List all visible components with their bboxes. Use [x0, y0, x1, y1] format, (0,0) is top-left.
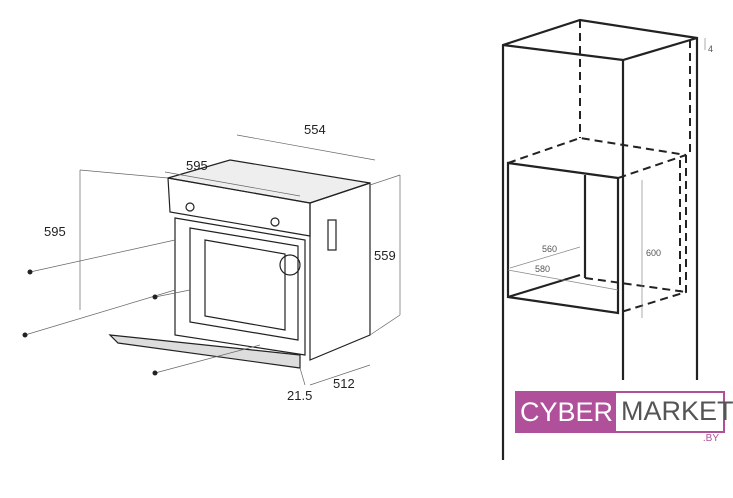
dim-512: 512 — [333, 376, 355, 391]
screws — [22, 269, 158, 376]
cabinet-dimension-lines — [507, 38, 706, 318]
dim-559: 559 — [374, 248, 396, 263]
dim-560: 560 — [542, 244, 558, 254]
dim-595-width: 595 — [186, 158, 208, 173]
dim-554: 554 — [304, 122, 326, 137]
logo-market: MARKET — [621, 396, 733, 426]
dim-4: 4 — [708, 44, 714, 54]
dimension-lines — [24, 134, 401, 386]
cabinet-hidden-lines — [507, 20, 691, 314]
cybermarket-logo: CYBER MARKET .BY — [515, 391, 733, 444]
dim-21-5: 21.5 — [287, 388, 313, 403]
logo-suffix: .BY — [702, 433, 719, 444]
oven-drawing — [108, 159, 371, 369]
logo-cyber: CYBER — [517, 393, 617, 431]
dim-600: 600 — [646, 248, 662, 258]
dim-580: 580 — [535, 264, 551, 274]
dim-595-height: 595 — [44, 224, 66, 239]
